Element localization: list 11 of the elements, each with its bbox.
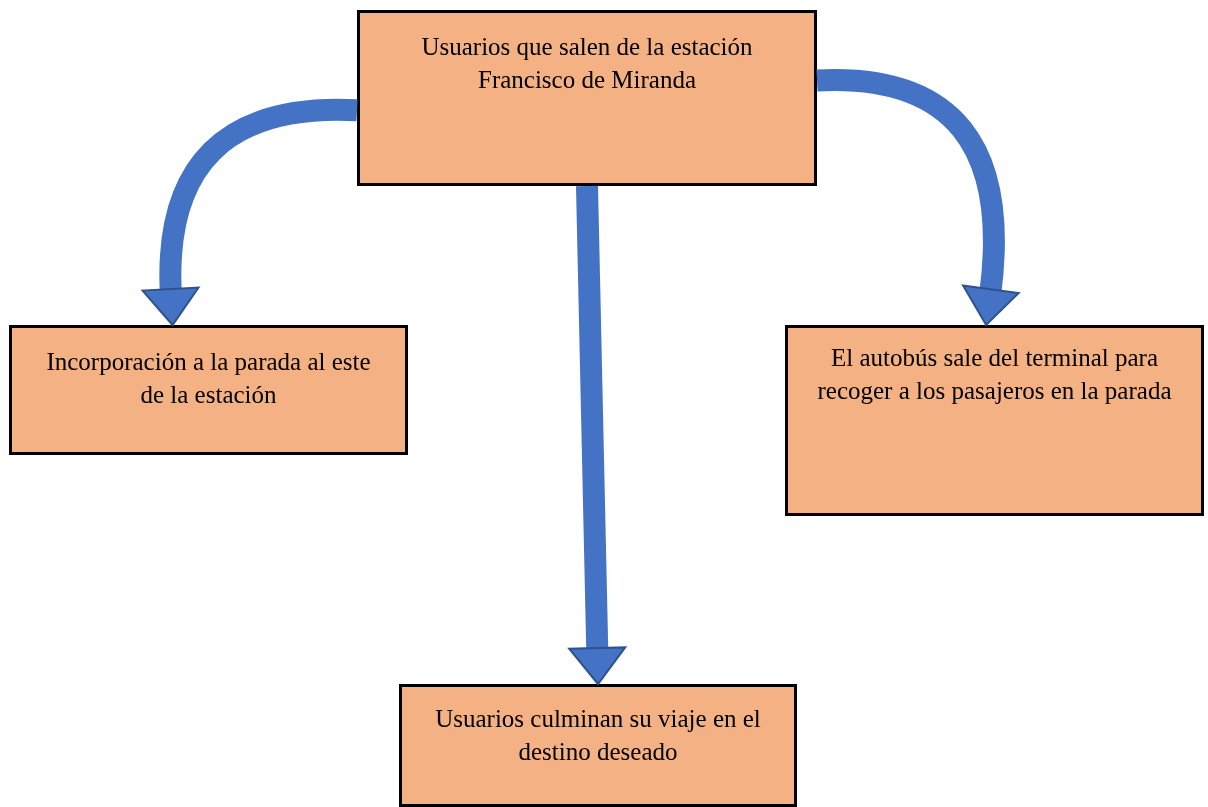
- curved-arrow: [816, 69, 1020, 327]
- process-box: [357, 10, 817, 186]
- process-box: [9, 325, 408, 455]
- process-box: [785, 325, 1204, 516]
- box-text: El autobús sale del terminal para recoger a los pasajeros en la parada: [816, 343, 1173, 406]
- box-text: Usuarios culminan su viaje en el destino deseado: [434, 704, 762, 767]
- arrow: [568, 185, 627, 685]
- curved-arrow: [141, 99, 358, 327]
- process-box: [399, 684, 797, 807]
- box-text: Incorporación a la parada al este de la estación: [45, 347, 372, 410]
- box-text: Usuarios que salen de la estación Francisco de Miranda: [420, 32, 754, 95]
